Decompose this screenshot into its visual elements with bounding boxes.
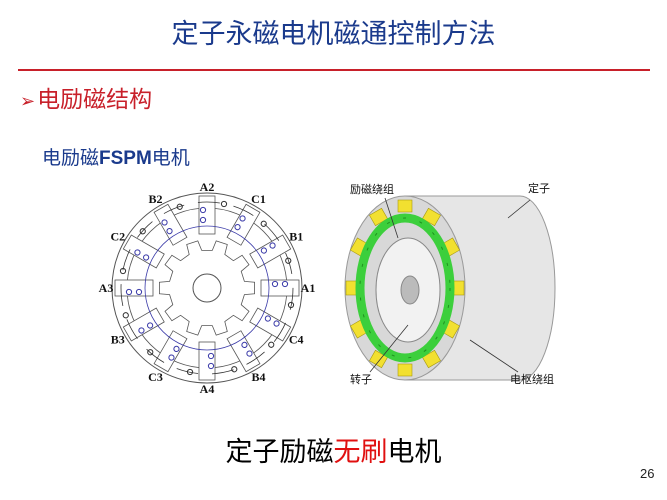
coil-conductor (135, 288, 143, 296)
coil-label-C1: C1 (251, 192, 266, 206)
rotor-label: 转子 (350, 372, 372, 386)
field-winding-label: 励磁绕组 (350, 182, 394, 196)
stator-label-leader (507, 199, 531, 219)
coil-label-A2: A2 (200, 180, 215, 194)
field-winding-label-leader (384, 197, 399, 239)
field-conductor (122, 312, 129, 319)
coil-conductor (199, 216, 207, 224)
slide-title: 定子永磁电机磁通控制方法 (171, 19, 496, 50)
subtitle-suffix: 电机 (151, 147, 190, 169)
caption-part2: 电机 (387, 437, 442, 468)
stator-tooth (153, 203, 188, 246)
coil-conductor (281, 280, 289, 288)
coil-label-C3: C3 (148, 370, 163, 384)
coil-label-B4: B4 (251, 370, 265, 384)
coil-conductor (269, 242, 276, 249)
coil-conductor (246, 350, 253, 357)
stator-tooth-block (114, 279, 154, 297)
stator-label: 定子 (528, 181, 550, 195)
subtitle: 电励磁FSPM电机 (42, 143, 190, 170)
coil-conductor (271, 280, 279, 288)
subtitle-prefix: 电励磁 (42, 147, 100, 169)
stator-tooth (198, 195, 228, 235)
stator-tooth (249, 234, 292, 269)
coil-label-B3: B3 (111, 333, 125, 347)
coil-conductor (161, 219, 168, 226)
coil-conductor (168, 354, 175, 361)
coil-conductor (207, 362, 215, 370)
caption-highlight: 无刷 (333, 437, 388, 468)
armature-coil (397, 199, 413, 213)
coil-conductor (199, 206, 207, 214)
caption: 定子励磁无刷电机 (0, 430, 667, 469)
coil-conductor (260, 247, 267, 254)
stator-tooth-block (260, 279, 300, 297)
section-heading: ➢电励磁结构 (20, 80, 152, 114)
section-text: 电励磁结构 (37, 87, 153, 113)
coil-conductor (207, 352, 215, 360)
coil-conductor (125, 288, 133, 296)
coil-conductor (166, 228, 173, 235)
field-conductor (220, 200, 228, 208)
subtitle-bold: FSPM (99, 148, 152, 169)
coil-conductor (234, 224, 241, 231)
coil-label-A1: A1 (301, 281, 316, 295)
stator-tooth (186, 341, 216, 381)
armature-winding-label: 电枢绕组 (510, 372, 554, 386)
coil-conductor (173, 345, 180, 352)
coil-conductor (264, 315, 271, 322)
coil-label-A3: A3 (99, 281, 114, 295)
field-connection (120, 201, 294, 375)
armature-connection (144, 225, 270, 351)
coil-label-B2: B2 (148, 192, 162, 206)
stator-tooth-block (198, 195, 216, 235)
coil-label-C4: C4 (289, 333, 304, 347)
page-number: 26 (640, 466, 655, 481)
shaft (192, 273, 222, 303)
bullet-arrow-icon: ➢ (20, 91, 36, 112)
coil-conductor (138, 327, 145, 334)
stator-tooth-block (249, 234, 292, 269)
coil-conductor (147, 322, 154, 329)
field-winding-segments (359, 217, 451, 359)
title-divider (18, 69, 650, 71)
stator-tooth (122, 228, 165, 269)
rotor-label-leader (369, 324, 409, 373)
shaft (400, 275, 420, 305)
stator-tooth-block (198, 341, 216, 381)
coil-conductor (241, 341, 248, 348)
armature-winding-label-leader (469, 339, 519, 373)
caption-part1: 定子励磁 (225, 437, 334, 468)
coil-label-C2: C2 (110, 230, 125, 244)
coil-conductor (134, 249, 141, 256)
armature-coil (397, 363, 413, 377)
coil-conductor (143, 254, 150, 261)
coil-label-B1: B1 (289, 230, 303, 244)
coil-conductor (239, 215, 246, 222)
coil-conductor (273, 320, 280, 327)
coil-label-A4: A4 (200, 382, 215, 396)
stator-tooth-block (153, 203, 188, 246)
stator-tooth-block (122, 234, 165, 269)
field-conductor (268, 341, 275, 348)
